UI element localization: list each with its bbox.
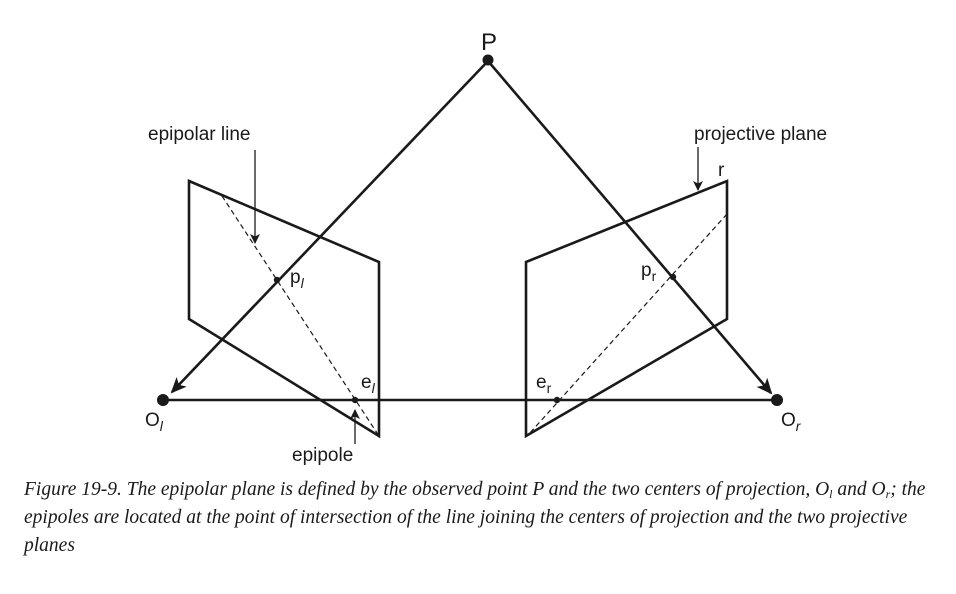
- caption-subscript-l: l: [829, 487, 833, 501]
- point-o-left: [157, 394, 169, 406]
- point-p: [482, 54, 494, 66]
- point-p-right: [669, 273, 677, 281]
- label-o-right: Or: [781, 410, 802, 434]
- label-projective-plane: projective plane: [694, 124, 827, 145]
- left-epipolar-line: [221, 195, 380, 437]
- point-e-left: [351, 396, 359, 404]
- left-projective-plane: [187, 179, 381, 439]
- epipolar-diagram: P epipolar line projective plane r pl pr…: [145, 29, 827, 466]
- caption-part-3: ; the epipoles are located at the point …: [24, 479, 926, 556]
- point-e-right: [553, 396, 561, 404]
- label-o-left: Ol: [145, 410, 164, 434]
- right-epipolar-line: [528, 213, 728, 435]
- label-epipole: epipole: [292, 445, 353, 466]
- label-e-left: el: [361, 372, 376, 396]
- label-corner-r: r: [718, 160, 725, 181]
- point-o-right: [771, 394, 783, 406]
- epipolar-geometry-figure: P epipolar line projective plane r pl pr…: [145, 29, 827, 466]
- caption-part-1: Figure 19-9. The epipolar plane is defin…: [24, 479, 830, 500]
- label-p-right: pr: [641, 260, 657, 284]
- right-projective-plane: [524, 179, 729, 439]
- label-e-right: er: [536, 372, 552, 396]
- caption-subscript-r: r: [885, 487, 891, 501]
- label-p-left: pl: [290, 267, 305, 291]
- label-epipolar-line: epipolar line: [148, 124, 250, 145]
- right-projection-ray: [487, 60, 773, 395]
- caption-part-2: and O: [832, 479, 886, 500]
- figure-caption: Figure 19-9. The epipolar plane is defin…: [24, 476, 936, 560]
- label-point-p: P: [481, 29, 497, 56]
- left-projection-ray: [170, 60, 489, 394]
- point-p-left: [273, 276, 281, 284]
